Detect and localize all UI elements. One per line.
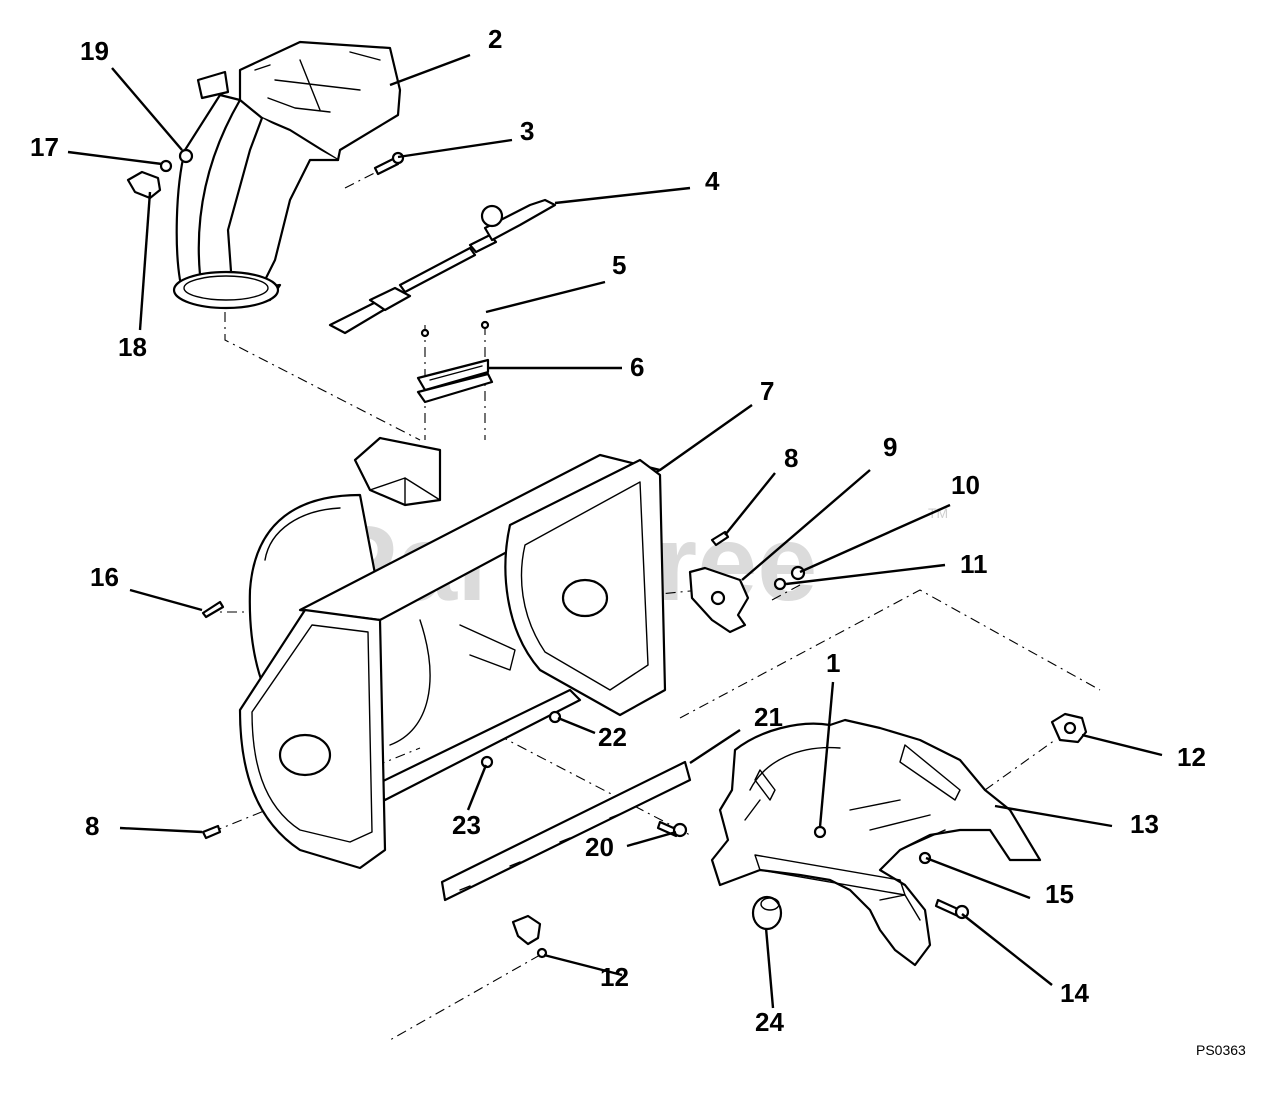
callout-14: 14 bbox=[1060, 978, 1089, 1008]
shear-bolt-1[interactable] bbox=[813, 825, 827, 839]
callout-16: 16 bbox=[90, 562, 119, 592]
callout-18: 18 bbox=[118, 332, 147, 362]
screw-3[interactable] bbox=[373, 151, 405, 176]
nut-15[interactable] bbox=[918, 851, 932, 865]
callout-2: 2 bbox=[488, 24, 502, 54]
callout-23: 23 bbox=[452, 810, 481, 840]
callout-7: 7 bbox=[760, 376, 774, 406]
callout-12-lower: 12 bbox=[600, 962, 629, 992]
callout-22: 22 bbox=[598, 722, 627, 752]
drawing-code: PS0363 bbox=[1196, 1042, 1246, 1058]
callout-11: 11 bbox=[960, 549, 988, 579]
callout-4: 4 bbox=[705, 166, 720, 196]
bolt-8-lower[interactable] bbox=[201, 824, 222, 840]
bearing-12-right[interactable] bbox=[1050, 712, 1088, 744]
callout-24: 24 bbox=[755, 1007, 784, 1037]
bracket-6[interactable] bbox=[416, 358, 494, 404]
bolt-23[interactable] bbox=[480, 755, 494, 769]
bearing-plate-9[interactable] bbox=[688, 566, 750, 634]
bolt-16[interactable] bbox=[201, 600, 225, 619]
knob-18[interactable] bbox=[126, 170, 162, 200]
scraper-bar-21[interactable] bbox=[440, 760, 692, 902]
auger-assembly-13[interactable] bbox=[710, 718, 1042, 967]
nut-19[interactable] bbox=[178, 148, 194, 164]
callout-3: 3 bbox=[520, 116, 534, 146]
callouts: 1 2 3 4 5 6 7 8 8 9 10 11 12 12 13 14 15… bbox=[30, 24, 1206, 1037]
nut-22[interactable] bbox=[548, 710, 562, 724]
callout-8-lower: 8 bbox=[85, 811, 99, 841]
washer-11[interactable] bbox=[773, 577, 787, 591]
chute-crank[interactable] bbox=[328, 198, 557, 335]
pin-5[interactable] bbox=[420, 320, 490, 338]
callout-6: 6 bbox=[630, 352, 644, 382]
callout-21: 21 bbox=[754, 702, 783, 732]
callout-20: 20 bbox=[585, 832, 614, 862]
callout-17: 17 bbox=[30, 132, 59, 162]
bolt-8-upper[interactable] bbox=[710, 530, 730, 547]
washer-17[interactable] bbox=[159, 159, 173, 173]
callout-8-upper: 8 bbox=[784, 443, 798, 473]
nut-10[interactable] bbox=[790, 565, 806, 581]
bearing-12-lower[interactable] bbox=[511, 914, 548, 959]
auger-housing[interactable] bbox=[238, 436, 667, 870]
callout-13: 13 bbox=[1130, 809, 1159, 839]
callout-15: 15 bbox=[1045, 879, 1074, 909]
callout-12-right: 12 bbox=[1177, 742, 1206, 772]
callout-19: 19 bbox=[80, 36, 109, 66]
callout-9: 9 bbox=[883, 432, 897, 462]
callout-1: 1 bbox=[826, 648, 840, 678]
callout-5: 5 bbox=[612, 250, 626, 280]
leader-lines bbox=[67, 53, 1163, 1009]
callout-10: 10 bbox=[951, 470, 980, 500]
bushing-24[interactable] bbox=[751, 895, 783, 931]
discharge-chute[interactable] bbox=[172, 40, 402, 310]
